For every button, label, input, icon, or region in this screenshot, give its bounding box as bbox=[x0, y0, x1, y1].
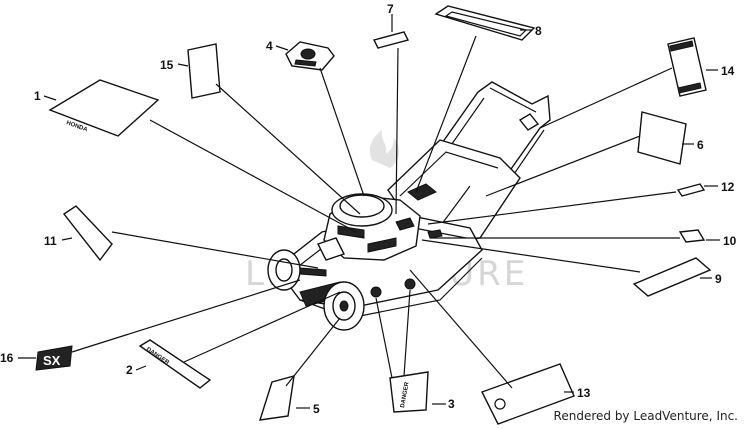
decal-3-danger: DANGER bbox=[389, 371, 429, 413]
decal-2-danger: DANGER bbox=[138, 339, 212, 389]
lawn-mower-illustration bbox=[267, 81, 551, 331]
decal-13 bbox=[481, 363, 575, 425]
callout-4: 4 bbox=[266, 39, 273, 53]
callout-2: 2 bbox=[126, 363, 133, 377]
decal-8 bbox=[434, 5, 536, 41]
callout-labels: 1 2 3 4 5 6 7 8 9 10 11 12 13 14 15 16 bbox=[0, 2, 737, 416]
credit-text: Rendered by LeadVenture, Inc. bbox=[553, 409, 738, 423]
badge-16-text: SX bbox=[43, 353, 61, 368]
callout-7: 7 bbox=[387, 2, 394, 16]
decal-10 bbox=[678, 229, 706, 243]
callout-14: 14 bbox=[721, 64, 735, 78]
decal-6 bbox=[637, 111, 687, 165]
decal-3-text: DANGER bbox=[400, 381, 411, 408]
badge-16: SX bbox=[35, 345, 73, 371]
decal-11 bbox=[62, 205, 113, 262]
leader-lines bbox=[18, 14, 720, 409]
callout-1: 1 bbox=[34, 89, 41, 103]
decal-5 bbox=[258, 375, 295, 421]
decal-4 bbox=[285, 41, 335, 71]
decal-1: HONDA bbox=[48, 79, 160, 137]
callout-10: 10 bbox=[723, 234, 737, 248]
decal-9 bbox=[632, 257, 712, 297]
decal-12 bbox=[676, 183, 706, 197]
callout-15: 15 bbox=[160, 58, 174, 72]
callout-6: 6 bbox=[697, 138, 704, 152]
callout-9: 9 bbox=[715, 272, 722, 286]
callout-3: 3 bbox=[448, 397, 455, 411]
decal-14 bbox=[667, 37, 707, 97]
decal-7 bbox=[372, 31, 410, 49]
callout-12: 12 bbox=[721, 180, 735, 194]
decal-15 bbox=[187, 43, 221, 99]
callout-11: 11 bbox=[44, 234, 57, 248]
callout-16: 16 bbox=[0, 351, 14, 365]
callout-8: 8 bbox=[535, 24, 542, 38]
callout-13: 13 bbox=[577, 386, 591, 400]
callout-5: 5 bbox=[313, 402, 320, 416]
